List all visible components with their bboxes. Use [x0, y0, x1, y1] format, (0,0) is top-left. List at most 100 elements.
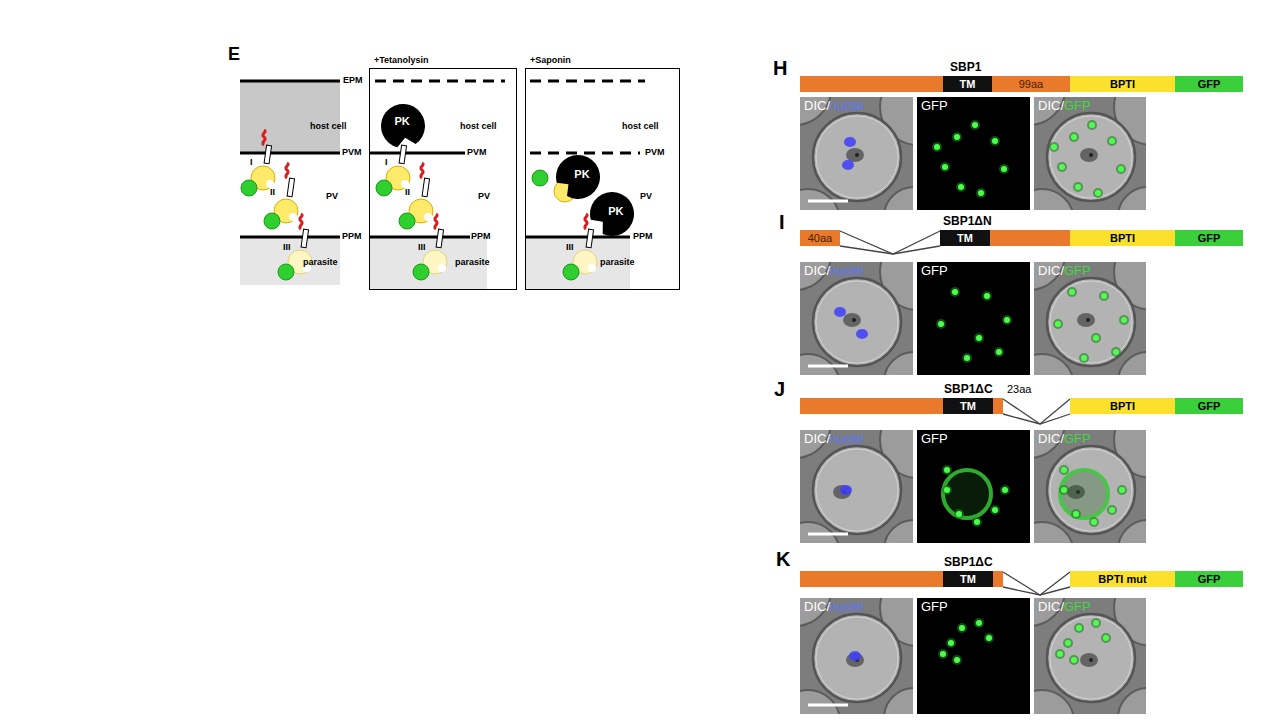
label-text: BPTI — [1110, 230, 1135, 246]
treatment-panel: +Tetanolysinhost cellPVMPVPPMparasiteIII… — [369, 52, 517, 290]
label-text: GFP — [1198, 76, 1221, 92]
label-text: TM — [957, 230, 973, 246]
scale-bar — [808, 365, 848, 368]
label-text: parasite — [455, 257, 490, 267]
scale-bar — [808, 704, 848, 707]
label-text: GFP — [921, 264, 948, 279]
micrograph — [1034, 430, 1146, 543]
label-text: parasite — [303, 257, 338, 267]
label-text: GFP — [921, 99, 948, 114]
label-text: host cell — [622, 121, 659, 131]
scale-bar — [808, 200, 848, 203]
label-text: DIC/ — [804, 432, 830, 447]
label-text: GFP — [921, 600, 948, 615]
micrograph-panel: GFP — [917, 430, 1030, 543]
micrograph — [917, 598, 1030, 714]
label-text: GFP — [1064, 99, 1091, 114]
micrograph-panel: GFP — [917, 598, 1030, 714]
label-text: PPM — [633, 231, 653, 241]
micrograph — [800, 430, 913, 543]
construct-domain: BPTI — [1070, 230, 1175, 246]
micrograph-panel: DIC/GFP — [1034, 262, 1146, 375]
membrane-scheme — [526, 69, 680, 290]
proteinase-k: PK — [556, 155, 600, 199]
label-text: DIC/ — [1038, 264, 1064, 279]
label-text: SBP1ΔC — [944, 383, 993, 397]
label-text: 99aa — [1019, 76, 1043, 92]
micrograph — [917, 262, 1030, 375]
label-text: II — [405, 187, 410, 197]
micrograph-panel: GFP — [917, 262, 1030, 375]
label-text: I — [250, 157, 253, 167]
label-text: II — [270, 187, 275, 197]
label-text: PK — [608, 205, 623, 217]
label-text: SBP1ΔC — [944, 556, 993, 570]
construct-domain: TM — [943, 398, 993, 414]
label-text: PV — [478, 191, 490, 201]
label-text: DIC/ — [804, 600, 830, 615]
treatment-panel: +Saponinhost cellPVMPVPPMparasiteIIIPKPK — [525, 52, 680, 290]
label-text: I — [385, 157, 388, 167]
label-text: E — [228, 44, 240, 65]
micrograph-panel: DIC/nuclei — [800, 262, 913, 375]
label-text: III — [418, 242, 426, 252]
label-text: III — [566, 242, 574, 252]
membrane-scheme — [370, 69, 517, 290]
label-text: PVM — [467, 147, 487, 157]
label-text: TM — [960, 76, 976, 92]
micrograph-panel: DIC/GFP — [1034, 598, 1146, 714]
label-text: host cell — [460, 121, 497, 131]
construct-domain: GFP — [1175, 398, 1243, 414]
micrograph — [1034, 97, 1146, 210]
label-text: TM — [960, 398, 976, 414]
label-text: PV — [326, 191, 338, 201]
micrograph — [800, 262, 913, 375]
construct-domain: BPTI — [1070, 76, 1175, 92]
micrograph-panel: DIC/GFP — [1034, 97, 1146, 210]
micrograph-panel: DIC/nuclei — [800, 97, 913, 210]
label-text: DIC/ — [804, 99, 830, 114]
proteinase-k: PK — [590, 192, 634, 236]
label-text: H — [773, 57, 787, 80]
label-text: PVM — [342, 147, 362, 157]
construct-domain: BPTI mut — [1070, 571, 1175, 587]
construct-domain: GFP — [1175, 76, 1243, 92]
micrograph — [800, 598, 913, 714]
label-text: nuclei — [830, 264, 864, 279]
label-text: nuclei — [830, 600, 864, 615]
micrograph-panel: DIC/nuclei — [800, 598, 913, 714]
label-text: DIC/ — [1038, 600, 1064, 615]
label-text: PPM — [342, 231, 362, 241]
construct-domain: BPTI — [1070, 398, 1175, 414]
construct-domain: TM — [940, 230, 990, 246]
membrane-scheme — [240, 81, 340, 285]
label-text: host cell — [310, 121, 347, 131]
label-text: J — [774, 378, 785, 401]
label-text: DIC/ — [804, 264, 830, 279]
label-text: BPTI — [1110, 398, 1135, 414]
label-text: GFP — [1198, 571, 1221, 587]
label-text: GFP — [1198, 230, 1221, 246]
label-text: 23aa — [1007, 383, 1031, 396]
construct-bar — [800, 76, 1070, 587]
label-text: DIC/ — [1038, 432, 1064, 447]
label-text: III — [283, 242, 291, 252]
label-text: I — [779, 211, 785, 234]
label-text: GFP — [1064, 264, 1091, 279]
label-text: DIC/ — [1038, 99, 1064, 114]
construct-domain: 40aa — [800, 230, 840, 246]
label-text: nuclei — [830, 432, 864, 447]
label-text: GFP — [1198, 398, 1221, 414]
label-text: PV — [640, 191, 652, 201]
micrograph — [1034, 262, 1146, 375]
label-text: nuclei — [830, 99, 864, 114]
label-text: SBP1 — [950, 61, 981, 75]
micrograph-panel: DIC/nuclei — [800, 430, 913, 543]
label-text: K — [776, 548, 790, 571]
label-text: PPM — [471, 231, 491, 241]
scale-bar — [808, 533, 848, 536]
construct-domain: TM — [943, 571, 993, 587]
micrograph-panel: DIC/GFP — [1034, 430, 1146, 543]
label-text: BPTI — [1110, 76, 1135, 92]
